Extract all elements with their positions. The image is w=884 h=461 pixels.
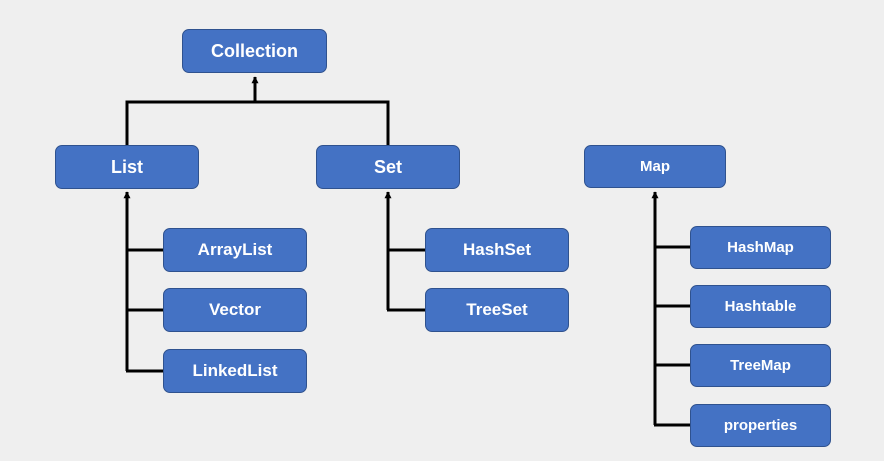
- node-list: List: [55, 145, 199, 189]
- node-arraylist: ArrayList: [163, 228, 307, 272]
- node-map: Map: [584, 145, 726, 188]
- node-collection: Collection: [182, 29, 327, 73]
- node-linkedlist: LinkedList: [163, 349, 307, 393]
- connector-list-set-to-collection: [125, 100, 390, 145]
- node-treemap: TreeMap: [690, 344, 831, 387]
- node-set: Set: [316, 145, 460, 189]
- node-vector: Vector: [163, 288, 307, 332]
- node-hashmap: HashMap: [690, 226, 831, 269]
- node-treeset: TreeSet: [425, 288, 569, 332]
- node-hashtable: Hashtable: [690, 285, 831, 328]
- node-hashset: HashSet: [425, 228, 569, 272]
- node-properties: properties: [690, 404, 831, 447]
